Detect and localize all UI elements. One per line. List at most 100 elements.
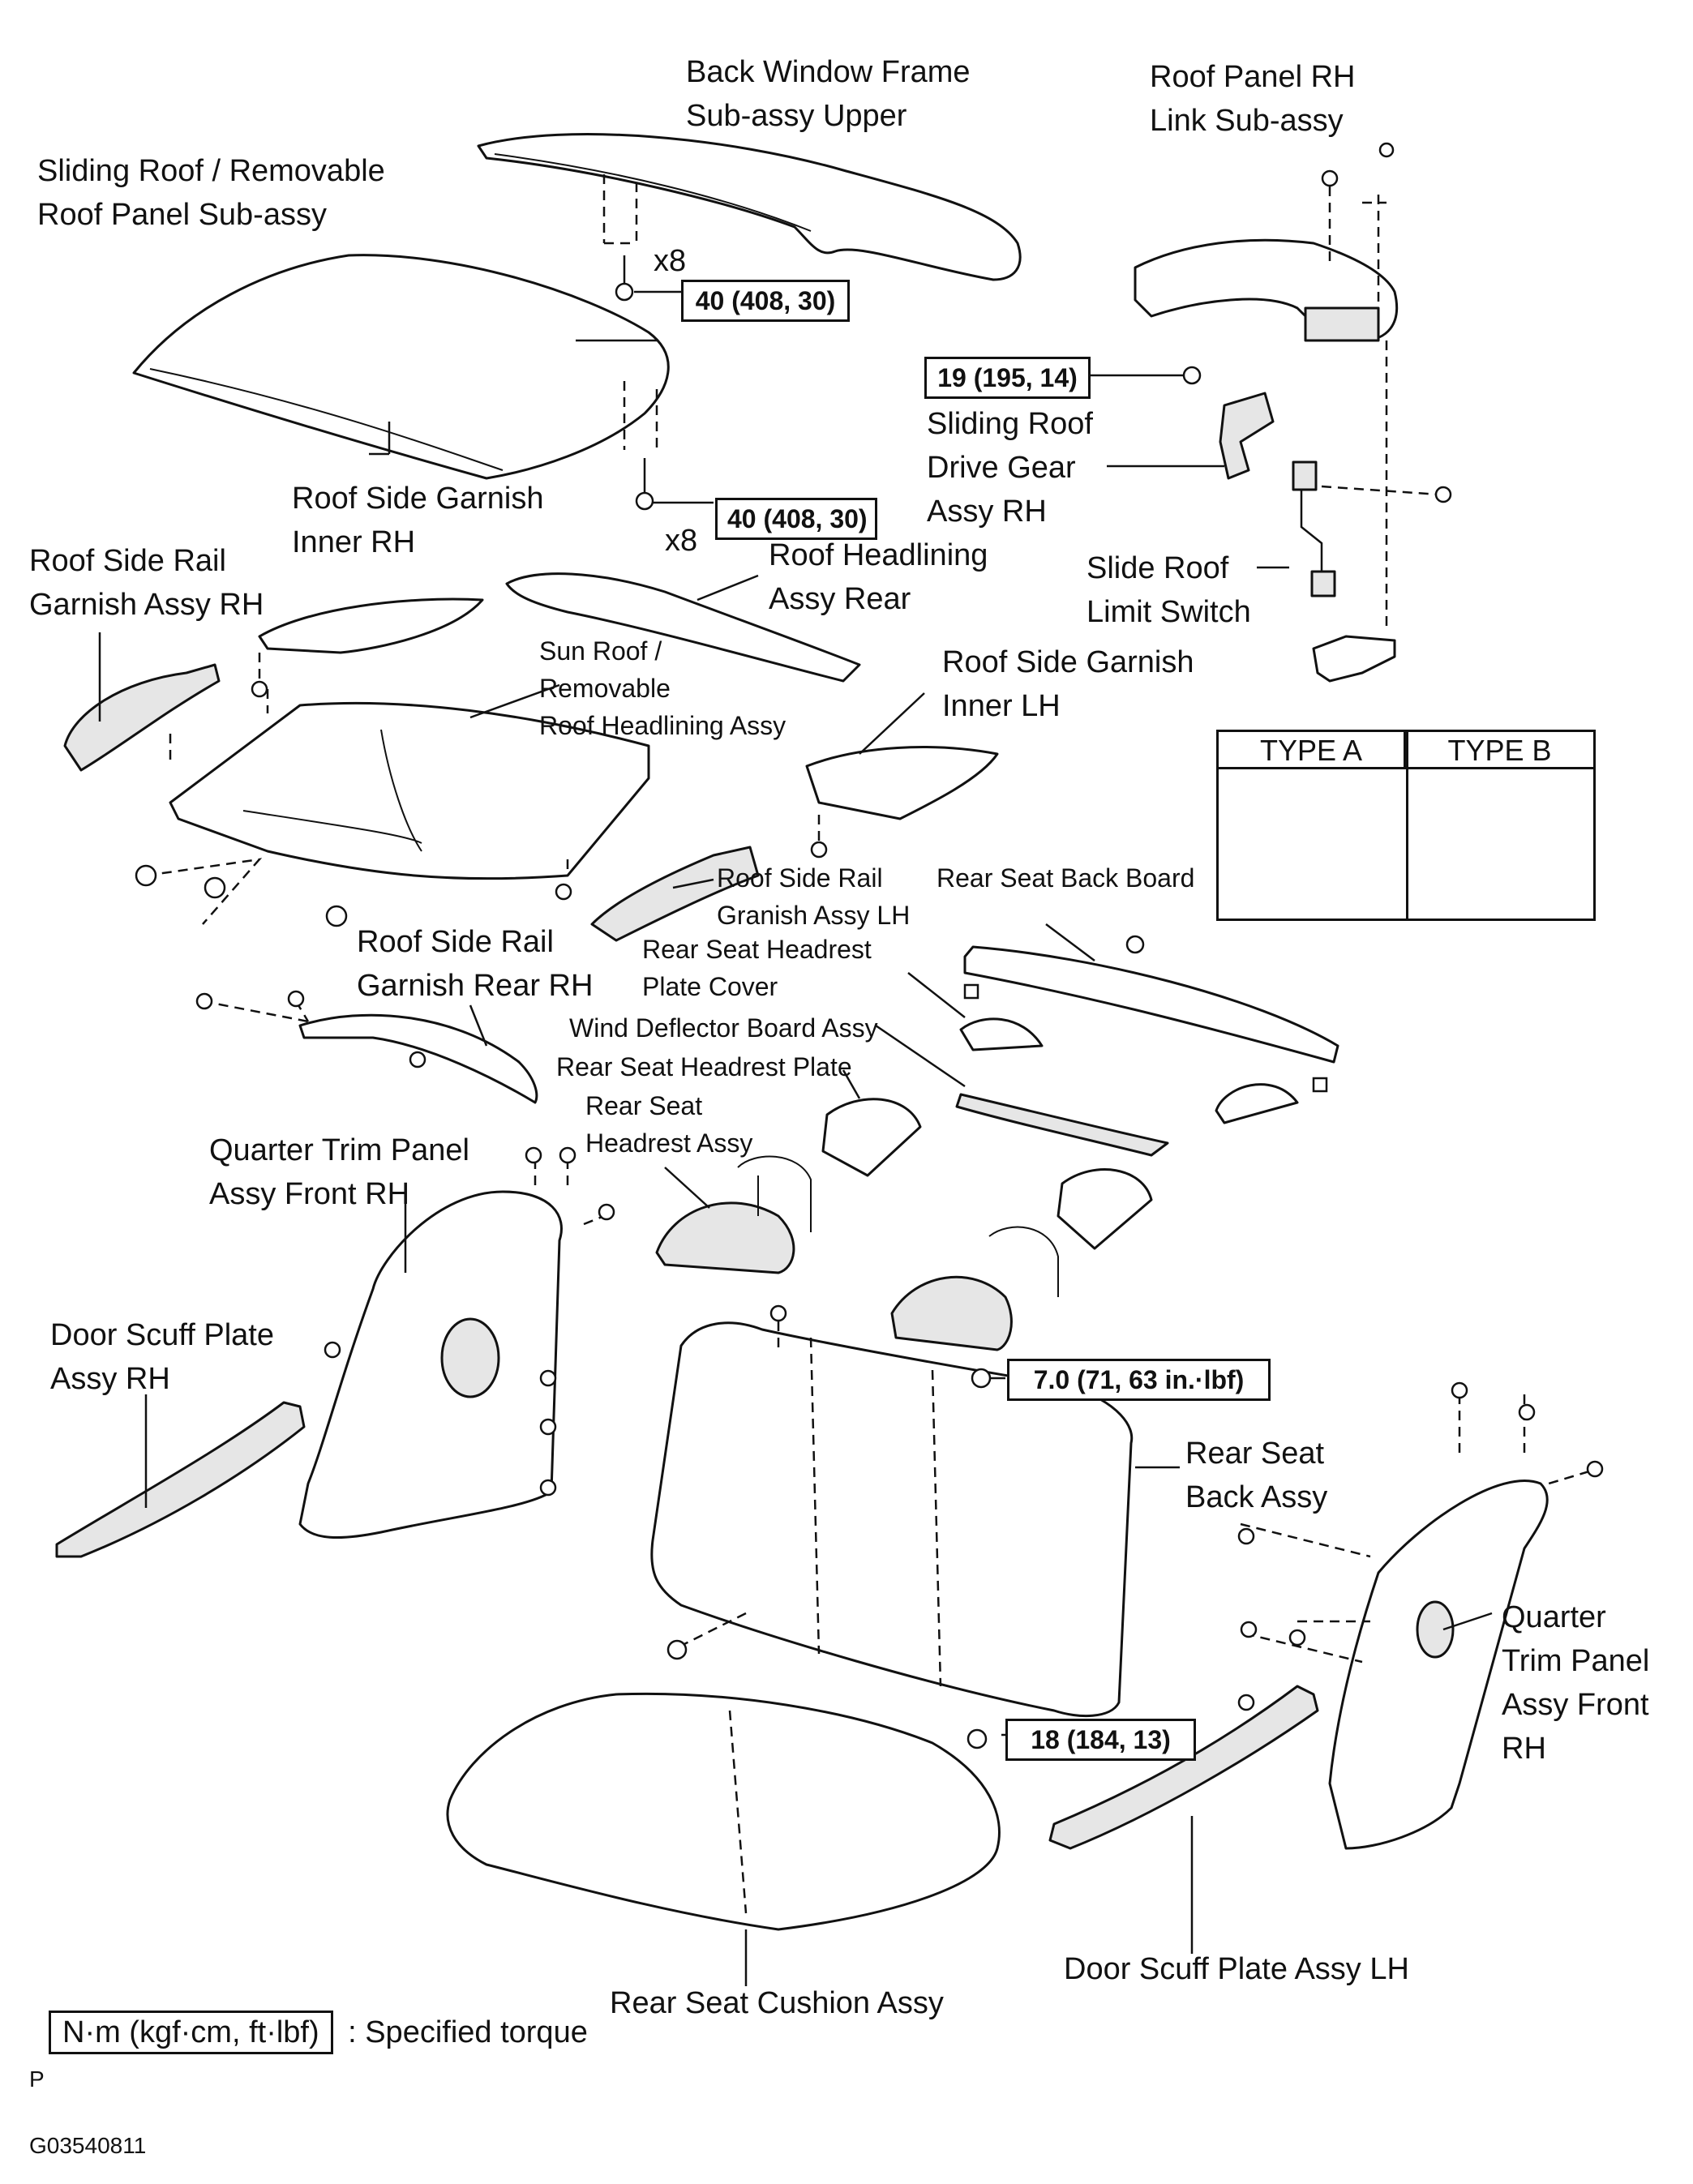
limit-switch-bracket-part xyxy=(1312,635,1396,683)
label-line: Assy RH xyxy=(50,1362,170,1396)
label-line: Inner RH xyxy=(292,525,416,559)
label-back-window-frame: Back Window Frame Sub-assy Upper xyxy=(686,50,971,138)
label-line: Roof Side Rail xyxy=(29,544,226,578)
label-quarter-trim-front-rh-right: Quarter Trim Panel Assy Front RH xyxy=(1502,1595,1649,1771)
type-reference-box: TYPE A TYPE B xyxy=(1216,730,1596,921)
label-line: Assy Front RH xyxy=(209,1177,410,1211)
label-line: Roof Headlining xyxy=(769,538,988,572)
door-scuff-lh-part xyxy=(1048,1685,1319,1850)
label-line: Rear Seat Headrest Plate xyxy=(556,1052,852,1081)
label-quarter-trim-front-rh-left: Quarter Trim Panel Assy Front RH xyxy=(209,1128,469,1216)
label-rear-seat-cushion: Rear Seat Cushion Assy xyxy=(610,1981,944,2025)
legend-unit-box: N·m (kgf·cm, ft·lbf) xyxy=(49,2011,333,2054)
roof-side-rail-rear-rh-part xyxy=(298,1013,538,1104)
label-line: Roof Headlining Assy xyxy=(539,711,786,740)
label-sliding-roof-panel: Sliding Roof / Removable Roof Panel Sub-… xyxy=(37,149,385,237)
headrest-left-part xyxy=(655,1201,795,1274)
label-line: Quarter xyxy=(1502,1600,1606,1634)
torque-drive-gear: 19 (195, 14) xyxy=(924,357,1091,399)
label-line: RH xyxy=(1502,1732,1546,1766)
label-line: Slide Roof xyxy=(1087,551,1229,585)
label-line: Headrest Assy xyxy=(585,1128,753,1158)
rear-seat-back-board-part xyxy=(963,945,1339,1064)
label-rear-seat-headrest-assy: Rear Seat Headrest Assy xyxy=(585,1087,752,1162)
roof-side-rail-rh-part xyxy=(63,663,221,772)
label-line: Roof Panel Sub-assy xyxy=(37,198,327,232)
label-line: Limit Switch xyxy=(1087,595,1251,629)
rear-seat-cushion-part xyxy=(446,1692,1001,1931)
sliding-roof-panel-part xyxy=(132,254,670,480)
label-roof-side-rail-granish-lh: Roof Side Rail Granish Assy LH xyxy=(717,859,910,934)
label-door-scuff-plate-rh: Door Scuff Plate Assy RH xyxy=(50,1313,274,1401)
label-line: Rear Seat xyxy=(1185,1437,1325,1471)
label-rear-seat-back-board: Rear Seat Back Board xyxy=(937,859,1194,897)
roof-headlining-rear-part xyxy=(505,572,861,683)
label-line: Roof Side Rail xyxy=(357,925,554,959)
back-window-frame-part xyxy=(477,133,1022,281)
label-wind-deflector-board: Wind Deflector Board Assy xyxy=(569,1009,878,1047)
label-sun-roof-headlining: Sun Roof / Removable Roof Headlining Ass… xyxy=(539,632,786,744)
label-line: Link Sub-assy xyxy=(1150,104,1344,138)
label-line: Assy Rear xyxy=(769,582,911,616)
label-line: Roof Side Rail xyxy=(717,863,883,893)
footer-code: G03540811 xyxy=(29,2133,147,2158)
label-line: Back Window Frame xyxy=(686,55,971,89)
rear-seat-back-part xyxy=(650,1321,1134,1718)
label-line: Wind Deflector Board Assy xyxy=(569,1013,878,1043)
type-a-header: TYPE A xyxy=(1219,732,1406,769)
label-door-scuff-plate-lh: Door Scuff Plate Assy LH xyxy=(1064,1947,1409,1991)
label-line: Garnish Assy RH xyxy=(29,588,264,622)
label-line: Sub-assy Upper xyxy=(686,99,907,133)
label-line: Sliding Roof / Removable xyxy=(37,154,385,188)
label-line: Sun Roof / xyxy=(539,636,662,666)
footer-letter: P xyxy=(29,2066,45,2092)
label-multiplier-lower: x8 xyxy=(665,524,698,558)
label-roof-headlining-rear: Roof Headlining Assy Rear xyxy=(769,533,988,621)
label-line: Rear Seat Back Board xyxy=(937,863,1195,893)
label-line: Roof Panel RH xyxy=(1150,60,1356,94)
label-roof-side-garnish-inner-rh: Roof Side Garnish Inner RH xyxy=(292,477,544,564)
label-line: Plate Cover xyxy=(642,972,778,1001)
label-line: Drive Gear xyxy=(927,451,1076,485)
label-line: Sliding Roof xyxy=(927,407,1093,441)
label-line: Assy Front xyxy=(1502,1688,1649,1722)
label-line: Inner LH xyxy=(942,689,1061,723)
door-scuff-rh-part xyxy=(55,1401,306,1558)
label-line: Door Scuff Plate xyxy=(50,1318,275,1352)
label-line: Rear Seat Cushion Assy xyxy=(610,1986,944,2020)
torque-back-window-frame: 40 (408, 30) xyxy=(681,280,850,322)
quarter-trim-rh-part xyxy=(298,1190,563,1539)
label-rear-seat-headrest-plate: Rear Seat Headrest Plate xyxy=(556,1048,852,1086)
type-box-divider xyxy=(1406,732,1408,919)
label-roof-side-garnish-inner-lh: Roof Side Garnish Inner LH xyxy=(942,640,1194,728)
label-line: Roof Side Garnish xyxy=(292,482,544,516)
label-sliding-roof-drive-gear: Sliding Roof Drive Gear Assy RH xyxy=(927,402,1093,533)
label-roof-panel-rh-link: Roof Panel RH Link Sub-assy xyxy=(1150,55,1355,143)
headrest-right-part xyxy=(890,1275,1013,1351)
type-b-header: TYPE B xyxy=(1406,732,1593,769)
label-line: Rear Seat xyxy=(585,1091,703,1120)
sun-roof-headlining-part xyxy=(169,701,650,880)
label-roof-side-rail-garnish-rh: Roof Side Rail Garnish Assy RH xyxy=(29,539,264,627)
label-rear-seat-headrest-plate-cover: Rear Seat Headrest Plate Cover xyxy=(642,931,872,1005)
label-line: Rear Seat Headrest xyxy=(642,935,872,964)
torque-legend: N·m (kgf·cm, ft·lbf) : Specified torque xyxy=(49,2011,588,2054)
label-line: Assy RH xyxy=(927,495,1047,529)
torque-seat-back-lower: 18 (184, 13) xyxy=(1005,1719,1196,1761)
label-line: Door Scuff Plate Assy LH xyxy=(1064,1952,1409,1986)
label-roof-side-rail-garnish-rear-rh: Roof Side Rail Garnish Rear RH xyxy=(357,920,593,1008)
label-line: Removable xyxy=(539,674,671,703)
torque-seat-back-upper: 7.0 (71, 63 in.·lbf) xyxy=(1007,1359,1271,1401)
label-line: Roof Side Garnish xyxy=(942,645,1194,679)
quarter-trim-lh-part xyxy=(1328,1480,1549,1850)
wind-deflector-part xyxy=(955,1093,1169,1157)
label-line: Quarter Trim Panel xyxy=(209,1133,469,1167)
label-line: Granish Assy LH xyxy=(717,901,911,930)
torque-sliding-roof: 40 (408, 30) xyxy=(715,498,877,540)
label-line: Garnish Rear RH xyxy=(357,969,594,1003)
label-line: Back Assy xyxy=(1185,1480,1328,1514)
legend-description: : Specified torque xyxy=(348,2015,588,2049)
label-multiplier-upper: x8 xyxy=(654,244,687,278)
